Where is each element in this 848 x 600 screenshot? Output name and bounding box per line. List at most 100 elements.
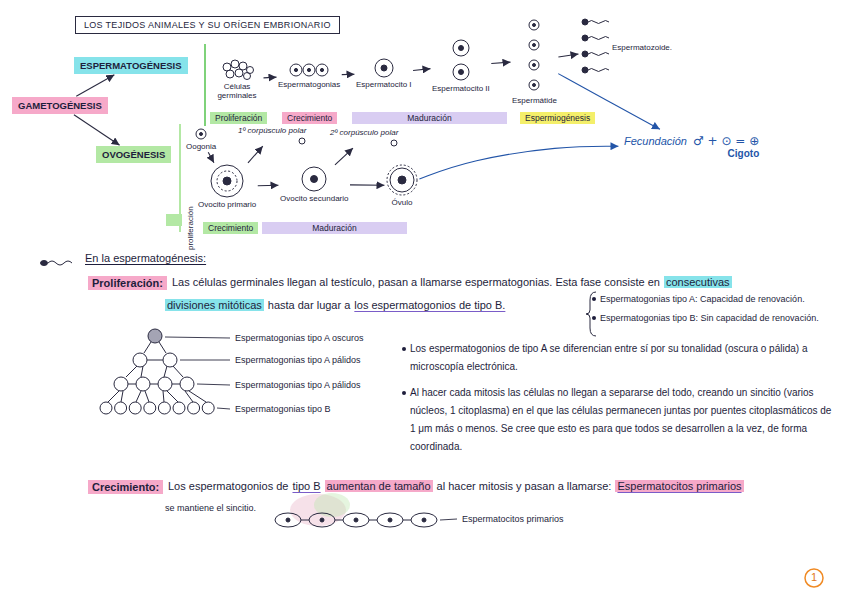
phase-band: Crecimiento <box>282 112 337 124</box>
cell-outline <box>381 65 387 71</box>
connector-arrow <box>263 77 276 79</box>
title-box: LOS TEJIDOS ANIMALES Y SU ORÍGEN EMBRION… <box>75 16 340 34</box>
syncytium-chain <box>422 518 426 522</box>
cell-outline <box>223 177 231 185</box>
cell-outline <box>582 67 588 73</box>
cell-outline <box>533 84 536 87</box>
connector-arrow <box>74 115 120 145</box>
syncytium-chain <box>309 513 335 527</box>
cell-node: Óvulo <box>386 164 418 207</box>
cell-outline <box>533 64 536 67</box>
cell-outline <box>231 60 239 68</box>
syncytium-chain <box>301 520 411 521</box>
sperm-doodle <box>41 261 48 266</box>
cell-node: Células germinales <box>212 58 262 100</box>
leader-line <box>197 384 230 385</box>
pyramid-cells <box>158 402 170 414</box>
page-number-ring <box>805 569 823 587</box>
leader-line <box>440 519 457 520</box>
cell-outline <box>533 44 536 47</box>
leader-line <box>217 408 230 409</box>
connector-arrow <box>419 146 618 179</box>
stage-heading: GAMETOGÉNESIS <box>12 97 108 114</box>
node-label: Células germinales <box>212 82 262 100</box>
callout-label: Espermatogonias tipo A pálidos <box>235 380 361 390</box>
bullet-dot <box>592 316 596 320</box>
node-label: Espermiogénesis <box>525 113 590 123</box>
cell-node: Espermátide <box>512 16 557 105</box>
node-label: Maduración <box>357 113 502 123</box>
cell-outline <box>303 64 315 76</box>
pyramid-cells <box>188 402 200 414</box>
callout-label: Espermatogonias tipo A oscuros <box>235 333 364 343</box>
node-label: Proliferación: <box>92 277 163 289</box>
syncytium-chain <box>388 518 392 522</box>
node-label: Óvulo <box>392 198 413 207</box>
body-text: al hacer mitosis y pasan a llamarse: <box>437 480 612 492</box>
cell-node: Espermatocito II <box>432 38 490 93</box>
pyramid-cells <box>100 402 112 414</box>
node-label: Crecimiento: <box>92 481 159 493</box>
pyramid-cells <box>173 402 185 414</box>
cell-outline <box>235 69 243 77</box>
syncytium-chain <box>286 518 290 522</box>
list-item: Espermatogonias tipo B: Sin capacidad de… <box>600 313 832 323</box>
phase-label: proliferación <box>186 206 195 250</box>
body-text: Los espermatogonios detipo Baumentan de … <box>168 480 748 492</box>
node-label: Crecimiento <box>287 113 332 123</box>
cell-outline <box>391 140 397 146</box>
connector-arrow <box>350 184 385 185</box>
phase-band: Maduración <box>352 112 507 124</box>
node-label: 1º corpúsculo polar <box>238 126 306 135</box>
sperm-tail <box>588 53 609 56</box>
stage-heading: ESPERMATOGÉNESIS <box>74 57 188 74</box>
node-label: ♂ + ⊙ = ⊕ <box>693 134 759 148</box>
node-label: Espermatozoide. <box>612 43 672 52</box>
leader-line <box>180 360 230 361</box>
node-label: Ovocito primario <box>198 200 256 209</box>
cell-outline <box>582 19 588 25</box>
cell-outline <box>226 70 234 78</box>
pyramid-cells <box>180 377 194 391</box>
fertilization-node: Fecundación♂ + ⊙ = ⊕Cigoto <box>620 130 763 163</box>
node-label: Cigoto <box>728 148 760 159</box>
body-text: Las células germinales llegan al testícu… <box>172 276 660 288</box>
pyramid-cells <box>114 377 128 391</box>
cell-outline <box>529 80 539 90</box>
section-heading: Crecimiento: <box>88 480 163 494</box>
cell-outline <box>316 64 328 76</box>
cell-outline <box>308 68 311 71</box>
cell-outline <box>398 176 406 184</box>
note-text: Al hacer cada mitosis las células no lle… <box>410 384 835 456</box>
cell-outline <box>211 165 243 197</box>
pyramid-cells <box>133 353 147 367</box>
cell-outline <box>217 171 237 191</box>
connector-arrow <box>76 75 114 97</box>
node-label: GAMETOGÉNESIS <box>18 100 102 111</box>
node-label: Oogonia <box>186 142 216 151</box>
cell-outline <box>533 24 536 27</box>
cell-node: Espermatogonias <box>278 62 340 89</box>
section-title: En la espermatogénesis: <box>85 252 206 264</box>
syncytium-chain <box>275 513 301 527</box>
cell-outline <box>375 59 393 77</box>
cell-icon <box>374 58 394 78</box>
body-text: los espermatogonios de tipo B. <box>354 299 505 311</box>
connector-arrow <box>558 54 578 57</box>
body-text: divisiones mitóticas hasta dar lugar alos… <box>165 299 509 311</box>
cell-icon <box>527 16 541 94</box>
callout-label: Espermatocitos primarios <box>462 514 564 524</box>
cell-outline <box>453 40 469 56</box>
sperm-doodle <box>41 261 73 266</box>
phase-band: Maduración <box>262 222 407 234</box>
cell-icon <box>220 58 254 80</box>
cell-icon <box>451 38 471 82</box>
body-text: hasta dar lugar a <box>268 299 351 311</box>
cell-icon <box>301 166 327 192</box>
cell-outline <box>582 51 588 57</box>
cell-node: Espermatozoide. <box>580 14 672 80</box>
cell-icon <box>210 164 244 198</box>
body-text: divisiones mitóticas <box>165 299 264 311</box>
leader-line <box>165 337 230 338</box>
body-text: Los espermatogonios de <box>168 480 288 492</box>
